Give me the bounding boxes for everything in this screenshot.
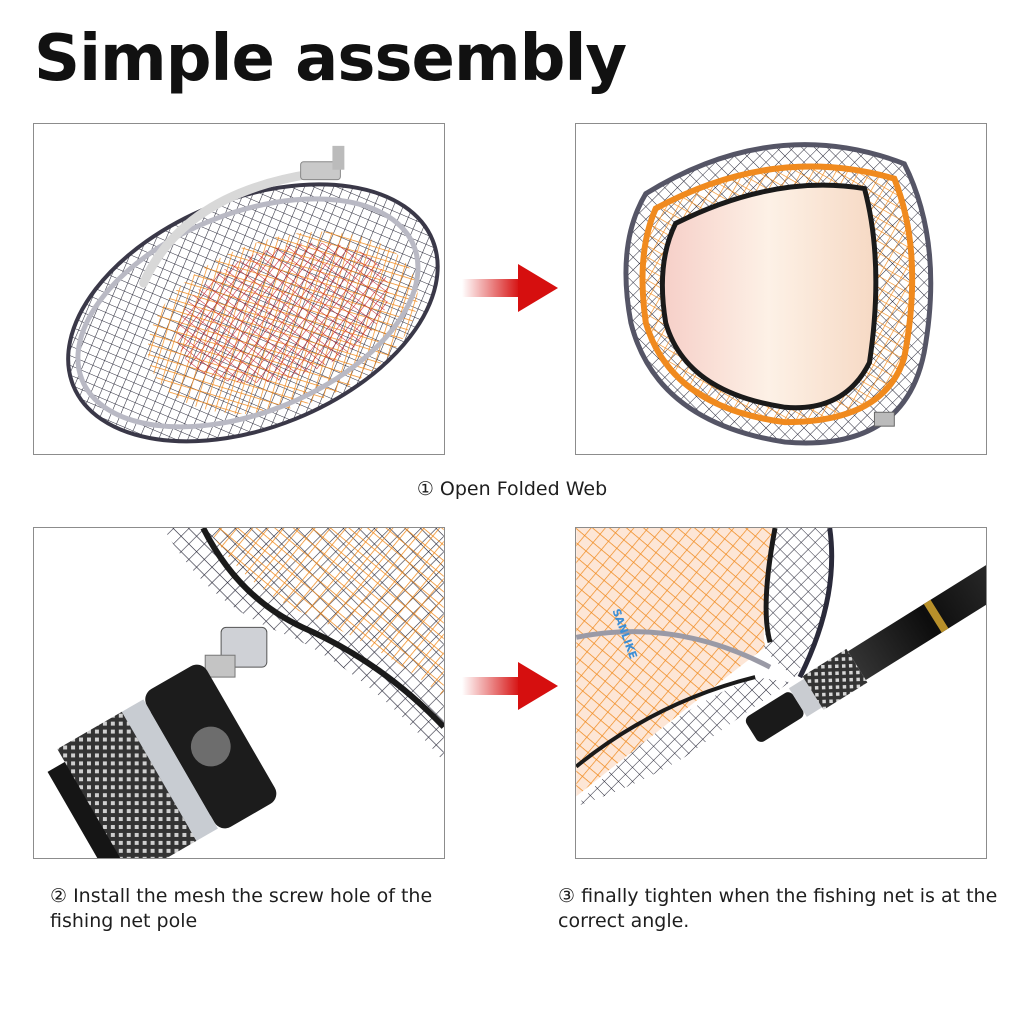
arrow-right-icon [462, 264, 558, 312]
install-screw-photo [33, 527, 445, 859]
opened-net-illustration [623, 142, 934, 446]
step-2-caption: ② Install the mesh the screw hole of the… [50, 885, 433, 932]
opened-net-photo [575, 123, 987, 455]
arrow-right-icon [462, 662, 558, 710]
step-1-caption: ① Open Folded Web [416, 478, 608, 500]
step-3-caption: ③ finally tighten when the fishing net i… [558, 885, 998, 932]
tighten-net-photo: SANLIKE [575, 527, 987, 859]
folded-net-photo [33, 123, 445, 455]
tighten-net-illustration: SANLIKE [576, 528, 986, 807]
folded-net-illustration [66, 145, 440, 444]
page-title: Simple assembly [34, 22, 627, 96]
install-screw-illustration [47, 528, 444, 858]
